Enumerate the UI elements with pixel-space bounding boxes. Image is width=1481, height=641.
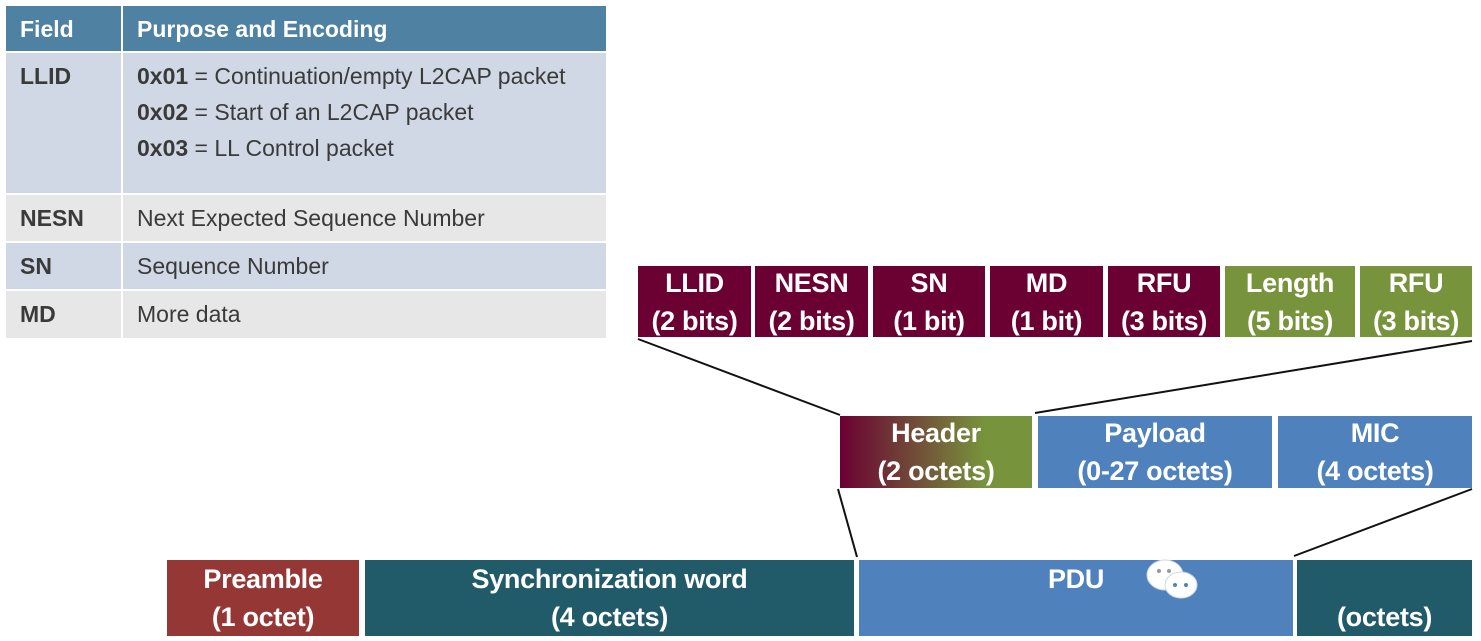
table-cell-field: NESN	[6, 195, 121, 241]
bit-field-name: Length	[1245, 267, 1335, 298]
bit-field-rfu: RFU (3 bits)	[1108, 266, 1220, 337]
connector-line	[1034, 340, 1473, 414]
bit-field-sn: SN (1 bit)	[873, 266, 985, 337]
bit-field-name: SN	[910, 267, 948, 298]
encoding-text: = LL Control packet	[188, 135, 394, 161]
connector-line	[837, 488, 858, 558]
bit-field-size: (1 bit)	[893, 305, 965, 336]
bit-field-size: (3 bits)	[1372, 305, 1460, 336]
encoding-code: 0x03	[137, 135, 189, 161]
bit-field-size: (1 bit)	[1010, 305, 1083, 336]
pdu-part-size: (0-27 octets)	[1077, 456, 1233, 486]
table-cell-purpose: Sequence Number	[123, 243, 606, 289]
pdu-part-size: (4 octets)	[1316, 456, 1434, 486]
table-header-field: Field	[6, 6, 121, 51]
pdu-mic: MIC (4 octets)	[1278, 416, 1472, 488]
table-cell-purpose: 0x01 = Continuation/empty L2CAP packet 0…	[123, 53, 606, 193]
pdu-part-name: MIC	[1350, 418, 1400, 448]
bit-field-size: (3 bits)	[1120, 305, 1208, 336]
pdu-part-name: Header	[891, 418, 981, 448]
bit-field-llid: LLID (2 bits)	[638, 266, 751, 337]
encoding-text: = Continuation/empty L2CAP packet	[188, 63, 566, 89]
pdu-header: Header (2 octets)	[840, 416, 1032, 488]
bit-field-name: NESN	[774, 267, 849, 298]
packet-preamble: Preamble (1 octet)	[167, 560, 359, 636]
bit-field-name: MD	[1025, 267, 1068, 298]
table-cell-field: MD	[6, 291, 121, 338]
packet-part-name: Preamble	[203, 564, 323, 594]
pdu-part-size: (2 octets)	[877, 456, 995, 486]
bit-field-size: (2 bits)	[651, 305, 738, 336]
bit-field-name: RFU	[1136, 267, 1192, 298]
encoding-line: 0x02 = Start of an L2CAP packet	[137, 99, 592, 126]
connector-line	[637, 338, 841, 416]
table-header-purpose: Purpose and Encoding	[123, 6, 606, 51]
encoding-line: 0x01 = Continuation/empty L2CAP packet	[137, 63, 592, 90]
packet-part-size: (1 octet)	[211, 602, 315, 632]
pdu-part-name: Payload	[1104, 418, 1206, 448]
bit-field-length: Length (5 bits)	[1225, 266, 1355, 337]
watermark	[1143, 555, 1443, 603]
packet-sync-word: Synchronization word (4 octets)	[365, 560, 854, 636]
packet-pdu: PDU	[859, 560, 1293, 636]
wechat-icon	[1146, 559, 1198, 599]
encoding-code: 0x01	[137, 63, 189, 89]
bit-field-size: (5 bits)	[1246, 305, 1334, 336]
bit-field-name: RFU	[1388, 267, 1444, 298]
encoding-text: = Start of an L2CAP packet	[188, 99, 474, 125]
packet-part-size: (4 octets)	[550, 602, 669, 632]
table-cell-purpose: More data	[123, 291, 606, 338]
pdu-payload: Payload (0-27 octets)	[1038, 416, 1272, 488]
bit-field-md: MD (1 bit)	[990, 266, 1103, 337]
table-cell-purpose: Next Expected Sequence Number	[123, 195, 606, 241]
bit-field-size: (2 bits)	[768, 305, 855, 336]
table-cell-field: LLID	[6, 53, 121, 193]
bit-field-name: LLID	[665, 267, 724, 298]
packet-part-name: Synchronization word	[471, 564, 748, 594]
encoding-code: 0x02	[137, 99, 189, 125]
packet-part-size: (octets)	[1336, 602, 1433, 632]
bit-field-rfu-2: RFU (3 bits)	[1360, 266, 1472, 337]
packet-part-name: PDU	[1047, 564, 1105, 594]
bit-field-nesn: NESN (2 bits)	[755, 266, 868, 337]
table-cell-field: SN	[6, 243, 121, 289]
encoding-line: 0x03 = LL Control packet	[137, 135, 592, 162]
connector-line	[1293, 488, 1473, 557]
packet-trailer: (octets)	[1297, 560, 1472, 636]
